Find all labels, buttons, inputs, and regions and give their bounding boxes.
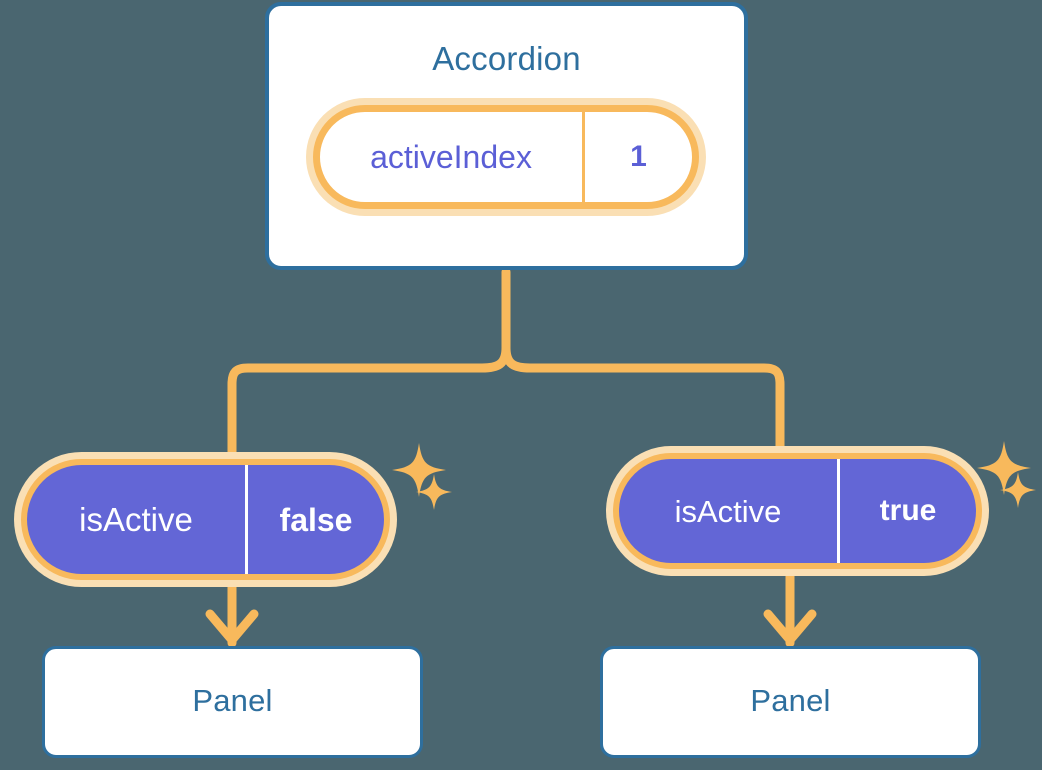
- state-pill-inner: isActive false: [21, 459, 390, 580]
- arrow-down-icon-right: [763, 609, 817, 645]
- sparkle-icon-left-small: [416, 474, 452, 510]
- panel-title-left: Panel: [192, 683, 273, 718]
- panel-card-left[interactable]: Panel: [42, 646, 423, 758]
- state-key-active-index: activeIndex: [370, 139, 532, 175]
- panel-card-right[interactable]: Panel: [600, 646, 981, 758]
- state-key-is-active-right: isActive: [674, 493, 782, 529]
- connector-branch-left: [227, 343, 511, 467]
- sparkle-icon-right-large: [977, 441, 1031, 495]
- state-pill-active-index[interactable]: activeIndex 1: [306, 98, 706, 216]
- state-pill-is-active-left[interactable]: isActive false: [14, 452, 397, 587]
- state-pill-is-active-right[interactable]: isActive true: [606, 446, 989, 576]
- state-pill-inner: isActive true: [613, 453, 982, 569]
- sparkle-icon-right-small: [1000, 472, 1036, 508]
- state-key-is-active-left: isActive: [79, 501, 193, 538]
- arrow-down-icon-left: [205, 609, 259, 645]
- state-value-active-index: 1: [582, 112, 692, 202]
- state-pill-inner: activeIndex 1: [313, 105, 699, 209]
- connector-branch-right: [501, 343, 785, 467]
- state-value-is-active-left: false: [245, 465, 384, 574]
- panel-title-right: Panel: [750, 683, 831, 718]
- state-value-is-active-right: true: [837, 459, 976, 563]
- sparkle-icon-left-large: [392, 443, 446, 497]
- accordion-title: Accordion: [432, 40, 581, 77]
